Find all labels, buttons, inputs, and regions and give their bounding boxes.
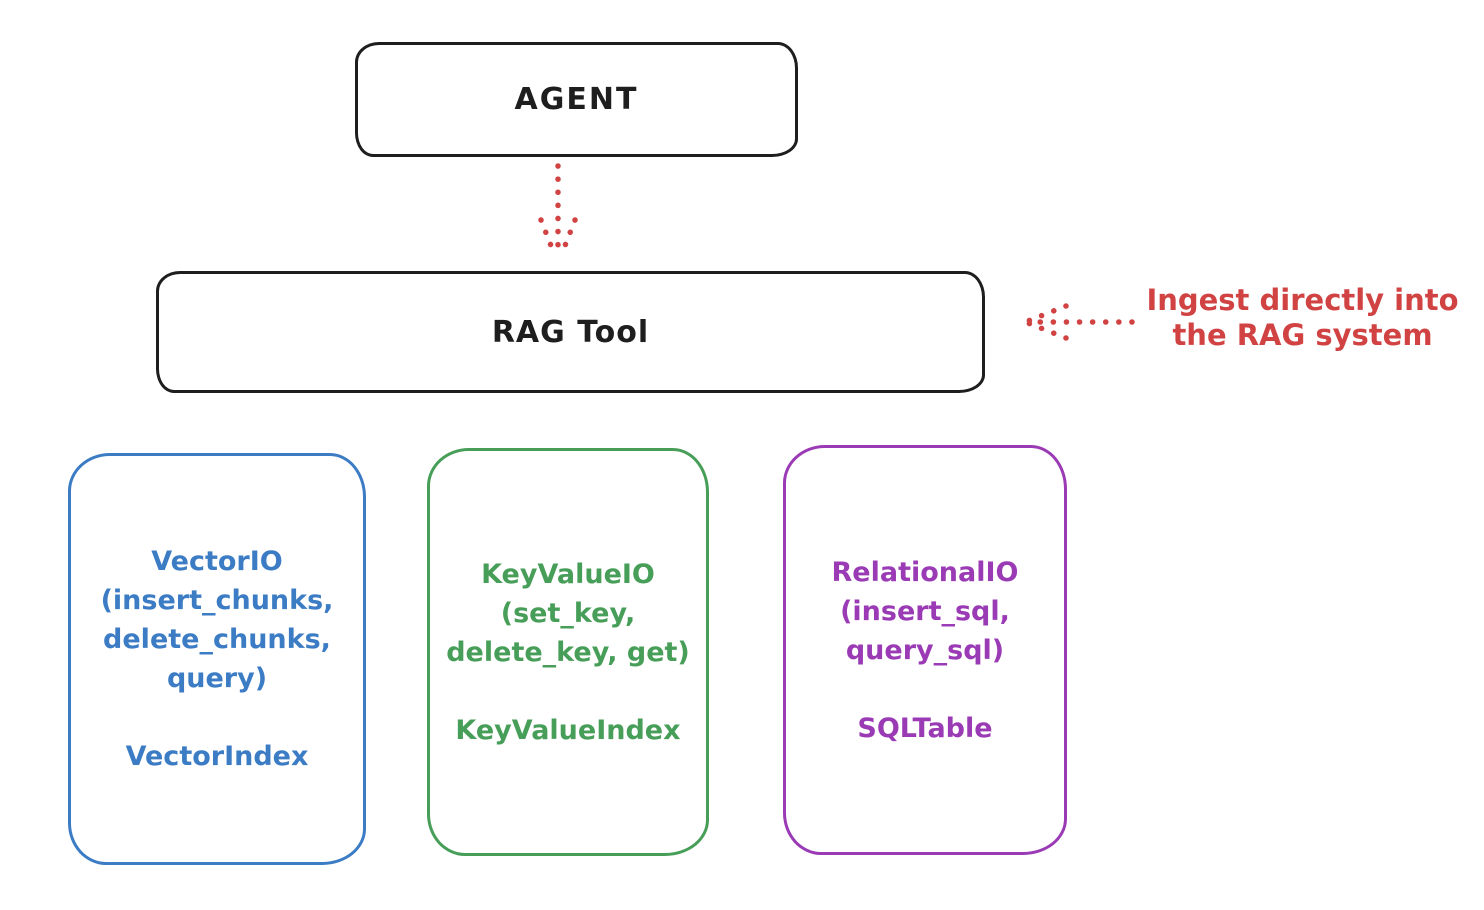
backend-card-keyvalueio: KeyValueIO (set_key, delete_key, get) Ke… — [427, 448, 709, 856]
spacer — [446, 672, 690, 711]
backend-method-line: delete_key, get) — [446, 636, 690, 668]
spacer — [832, 670, 1019, 709]
ingest-annotation-line2: the RAG system — [1172, 318, 1433, 352]
spacer — [101, 698, 334, 737]
rag-tool-box: RAG Tool — [156, 271, 985, 393]
agent-box: AGENT — [355, 42, 798, 157]
backend-method-line: query) — [166, 663, 268, 694]
backend-index-class: SQLTable — [857, 712, 993, 744]
backend-card-vectorio: VectorIO (insert_chunks, delete_chunks, … — [68, 453, 366, 865]
backend-name: KeyValueIO — [481, 558, 655, 590]
backend-index-class: KeyValueIndex — [455, 714, 681, 746]
backend-name: VectorIO — [151, 546, 283, 577]
ingest-dotted-arrow-icon — [1025, 303, 1135, 341]
rag-tool-label: RAG Tool — [491, 314, 650, 350]
agent-to-ragtool-dotted-arrow-icon — [538, 163, 578, 259]
ingest-annotation-line1: Ingest directly into — [1146, 283, 1459, 317]
backend-method-line: (set_key, — [500, 597, 636, 629]
backend-method-line: (insert_sql, — [840, 595, 1010, 627]
backend-card-relationalio: RelationalIO (insert_sql, query_sql) SQL… — [783, 445, 1067, 855]
backend-name: RelationalIO — [831, 556, 1019, 588]
backend-card-vectorio-text: VectorIO (insert_chunks, delete_chunks, … — [101, 542, 334, 776]
backend-method-line: delete_chunks, — [103, 624, 331, 655]
agent-label: AGENT — [514, 82, 639, 117]
ingest-annotation: Ingest directly into the RAG system — [1130, 283, 1475, 353]
backend-method-line: query_sql) — [845, 634, 1005, 666]
backend-index-class: VectorIndex — [125, 741, 309, 772]
backend-card-keyvalueio-text: KeyValueIO (set_key, delete_key, get) Ke… — [446, 555, 690, 750]
backend-card-relationalio-text: RelationalIO (insert_sql, query_sql) SQL… — [832, 553, 1019, 748]
backend-method-line: (insert_chunks, — [100, 585, 334, 616]
